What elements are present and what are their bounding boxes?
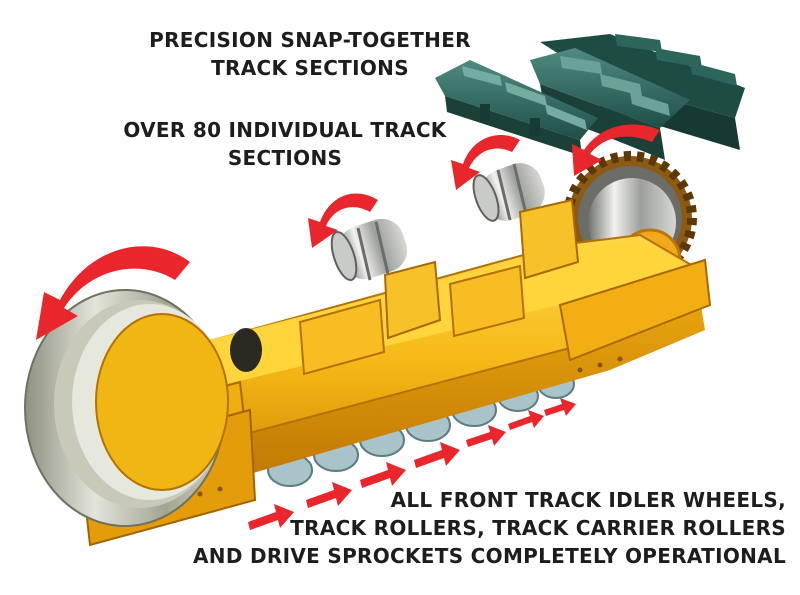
idler-rotation-arrow <box>36 246 190 340</box>
track-direction-arrow-1 <box>248 504 294 530</box>
carrier-roller-arrow-left <box>308 193 378 248</box>
track-direction-arrow-3 <box>360 462 406 488</box>
track-direction-arrow-4 <box>414 442 460 468</box>
caption-line: PRECISION SNAP-TOGETHER <box>149 28 471 52</box>
caption-individual-sections: OVER 80 INDIVIDUAL TRACK SECTIONS <box>120 116 450 172</box>
track-direction-arrow-7 <box>544 398 576 416</box>
track-sections <box>435 34 745 160</box>
carrier-roller-left <box>330 218 408 281</box>
motion-arrows <box>36 124 660 530</box>
caption-snap-together: PRECISION SNAP-TOGETHER TRACK SECTIONS <box>140 26 480 82</box>
caption-line: TRACK ROLLERS, TRACK CARRIER ROLLERS <box>290 516 786 540</box>
track-section-front <box>435 60 598 156</box>
caption-line: AND DRIVE SPROCKETS COMPLETELY OPERATION… <box>193 544 786 568</box>
track-section-arrow <box>572 124 660 176</box>
carrier-roller-right <box>472 163 545 222</box>
caption-line: TRACK SECTIONS <box>211 56 409 80</box>
caption-line: SECTIONS <box>227 146 343 170</box>
track-direction-arrow-2 <box>306 482 352 508</box>
front-idler-wheel <box>24 289 262 527</box>
caption-line: ALL FRONT TRACK IDLER WHEELS, <box>390 488 786 512</box>
carrier-roller-arrow-right <box>451 134 520 190</box>
caption-line: OVER 80 INDIVIDUAL TRACK <box>123 118 447 142</box>
caption-operational: ALL FRONT TRACK IDLER WHEELS, TRACK ROLL… <box>186 486 786 570</box>
track-section-middle <box>530 48 690 160</box>
track-direction-arrow-6 <box>508 410 544 430</box>
track-direction-arrow-5 <box>466 425 506 447</box>
